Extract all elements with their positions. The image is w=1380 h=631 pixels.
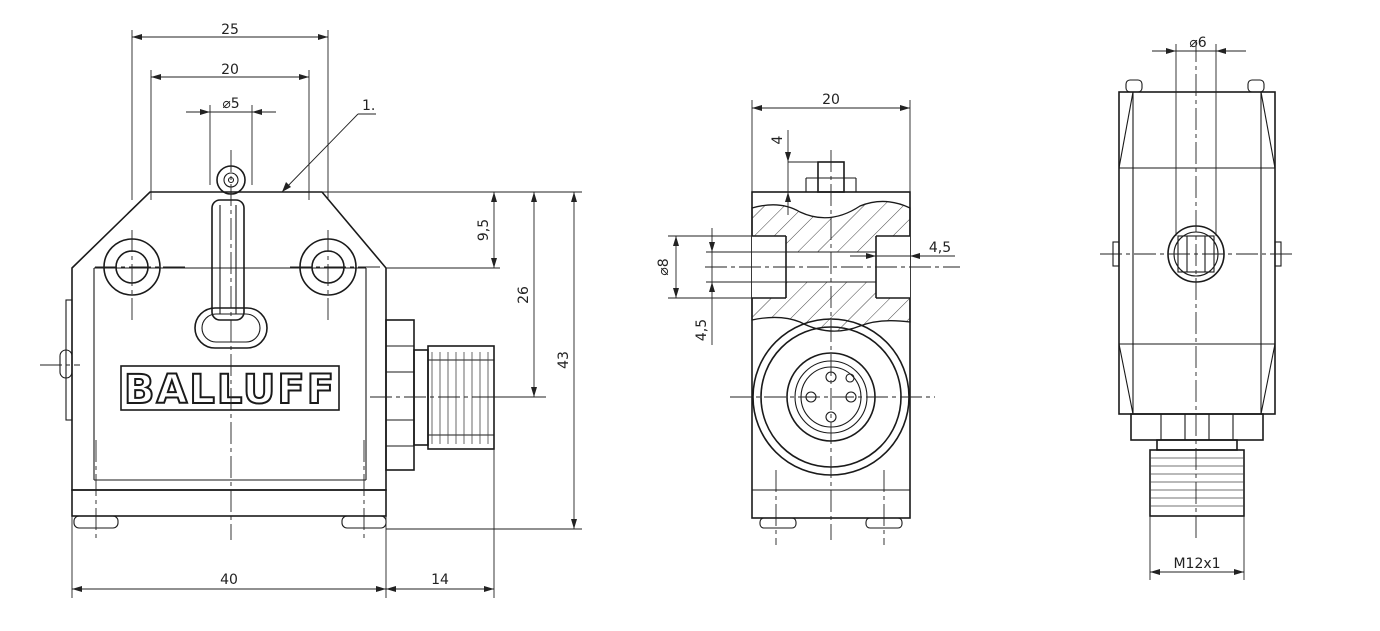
callout-1: 1. — [362, 98, 375, 114]
side-view — [705, 150, 960, 545]
front-connector — [385, 319, 495, 471]
bottom-body-outline — [1118, 91, 1276, 415]
bottom-dimensions: ⌀6 M12x1 — [1149, 35, 1246, 580]
dim-40: 40 — [220, 572, 238, 588]
bottom-thread-connector — [1149, 449, 1245, 517]
dim-14: 14 — [431, 572, 449, 588]
dim-26: 26 — [516, 286, 532, 304]
front-view: BALLUFF — [40, 150, 520, 540]
dim-25: 25 — [221, 22, 239, 38]
logo-frame — [120, 365, 340, 411]
dim-4-5-left: 4,5 — [694, 319, 710, 341]
dim-m12x1: M12x1 — [1173, 556, 1220, 572]
front-base-plate — [71, 489, 387, 517]
dim-dia-8: ⌀8 — [656, 258, 672, 275]
dim-20-side: 20 — [822, 92, 840, 108]
dim-20-front: 20 — [221, 62, 239, 78]
plunger-slot — [211, 199, 245, 321]
dim-4: 4 — [770, 135, 786, 144]
front-dimensions: 25 20 ⌀5 1. 9,5 26 — [71, 22, 582, 598]
side-dimensions: 20 4 ⌀8 4,5 4,5 — [656, 92, 955, 345]
dim-4-5-right: 4,5 — [929, 240, 951, 256]
dim-dia-5: ⌀5 — [222, 96, 239, 112]
brand-logo: BALLUFF — [124, 367, 336, 413]
dim-9-5: 9,5 — [476, 219, 492, 241]
bottom-view — [1100, 40, 1295, 540]
dim-dia-6: ⌀6 — [1189, 35, 1206, 51]
dim-43: 43 — [556, 351, 572, 369]
front-body-outline — [71, 191, 387, 491]
